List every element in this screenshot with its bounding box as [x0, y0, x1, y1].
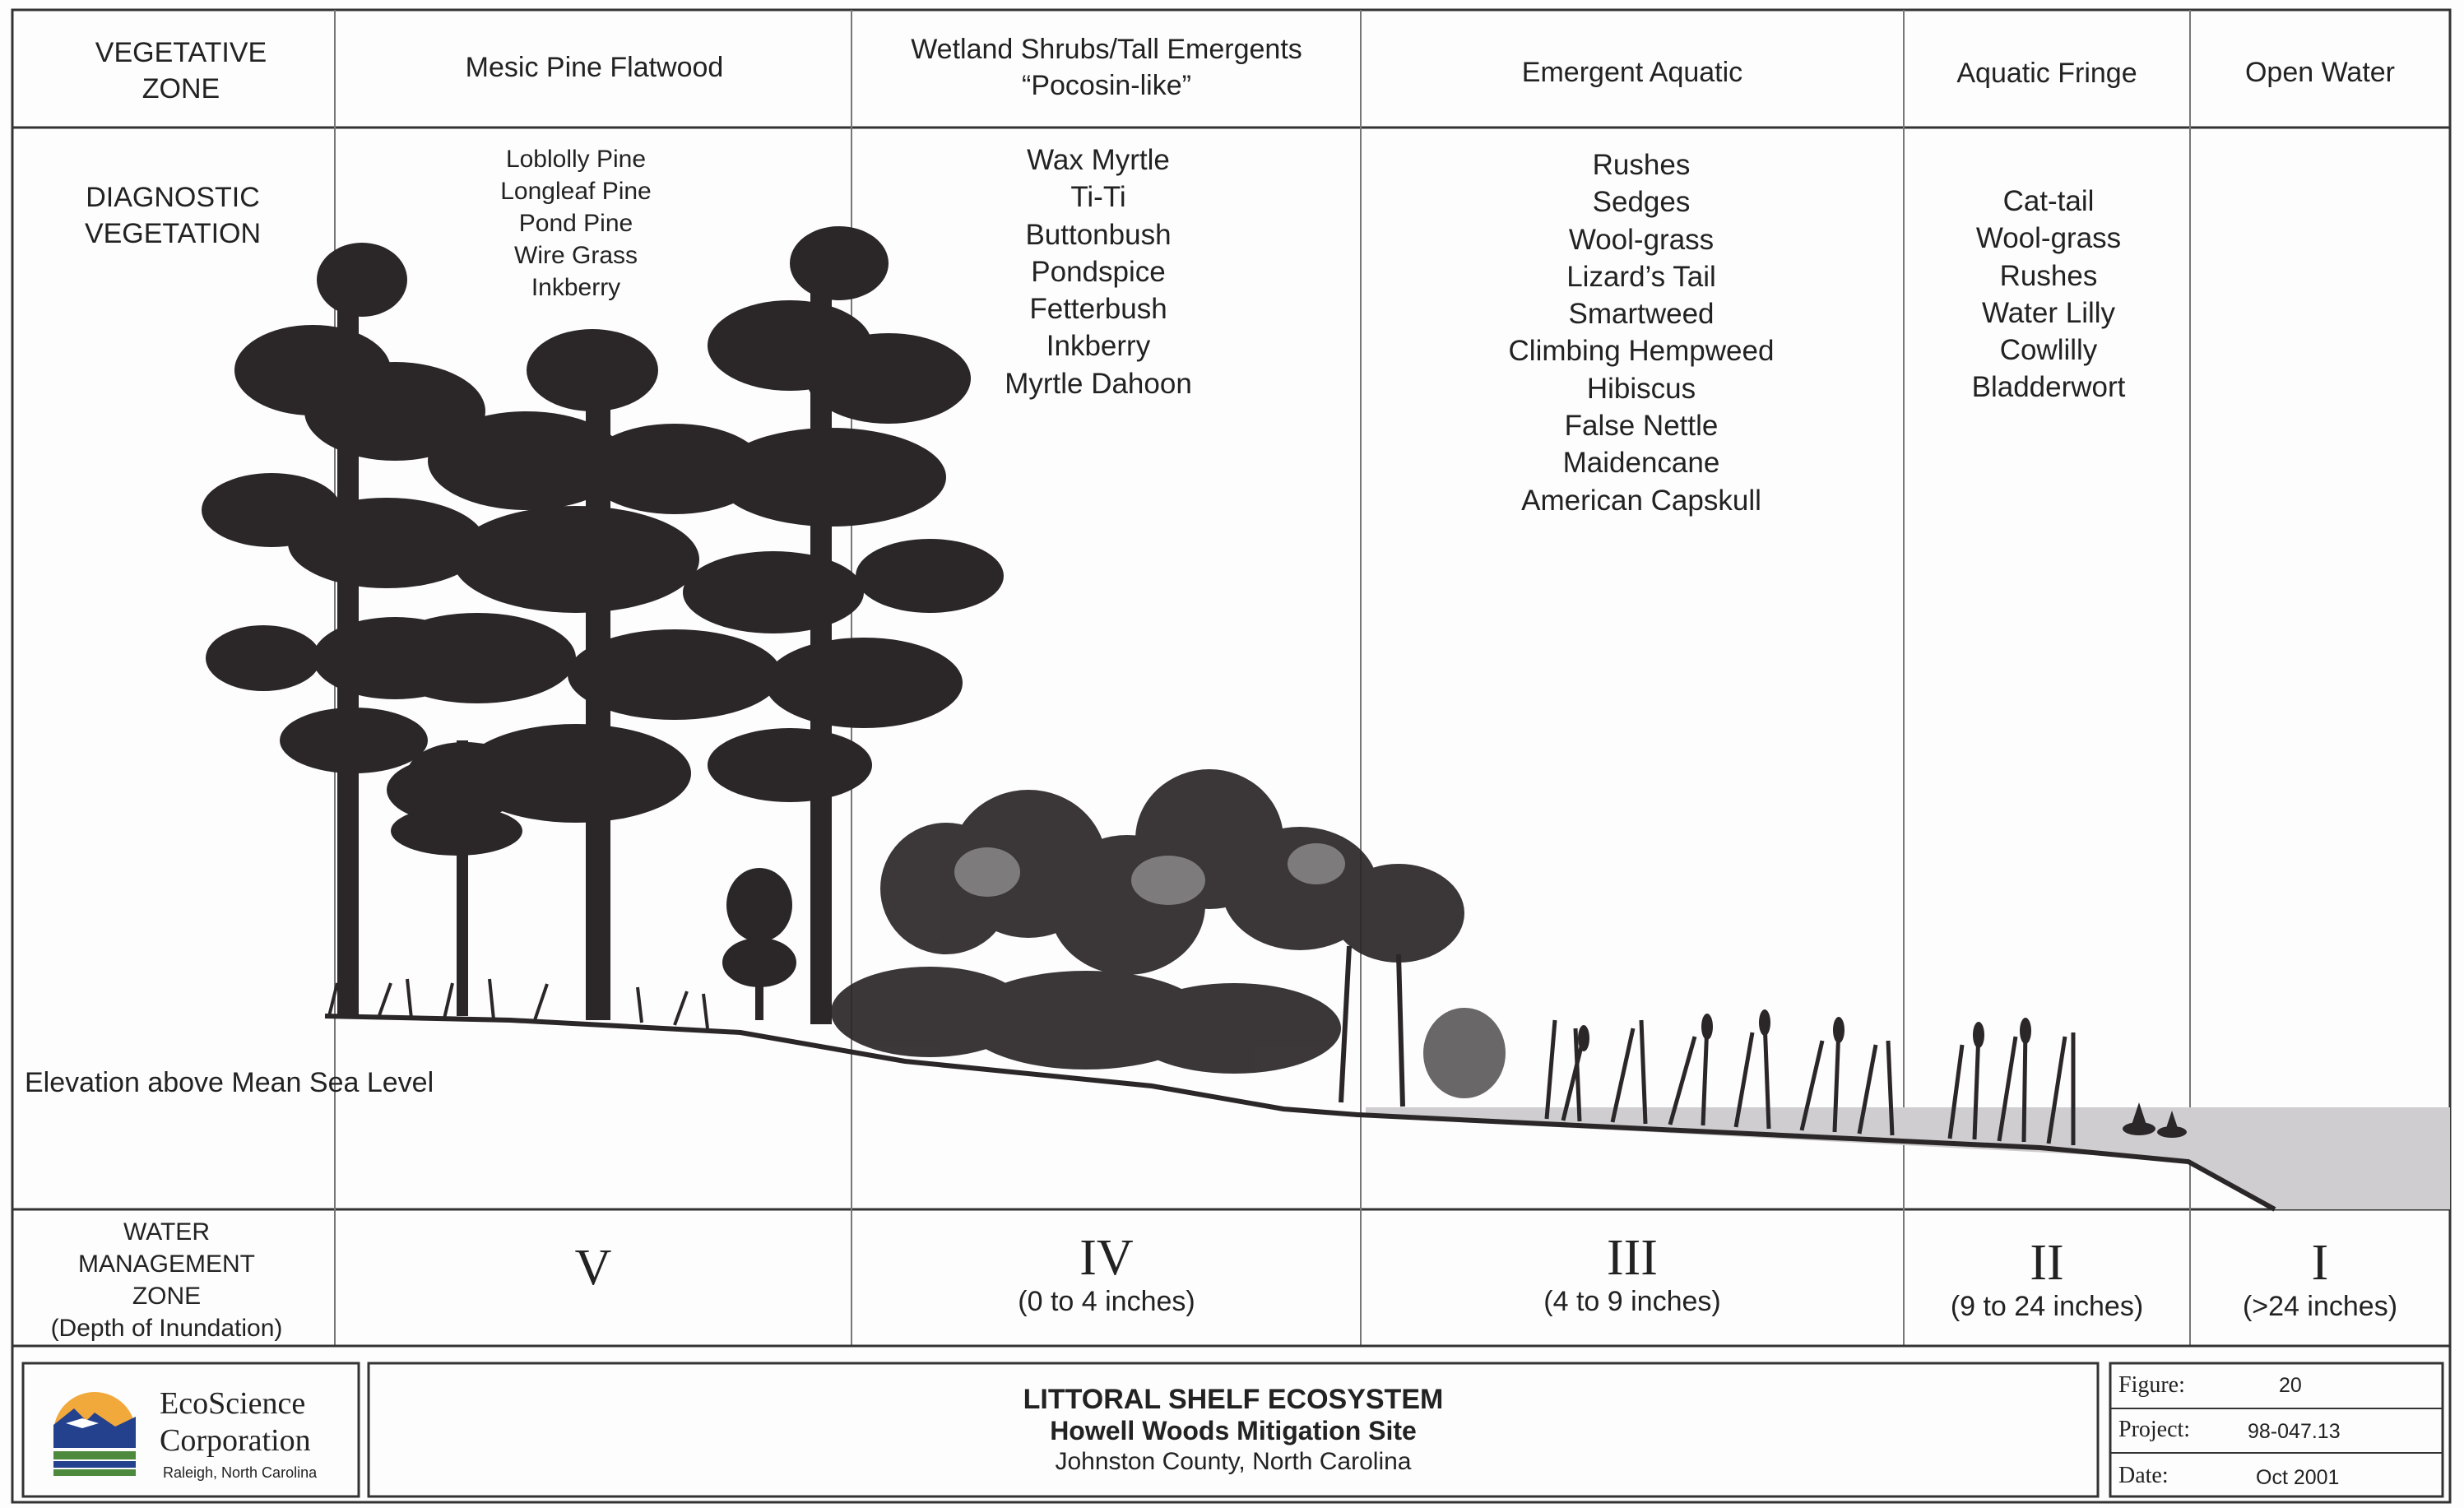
water-management-zone-label: WATER MANAGEMENT ZONE (Depth of Inundati…	[50, 1218, 283, 1342]
plant-name: Smartweed	[1568, 298, 1715, 331]
zone-name-wetland-shrubs: Wetland Shrubs/Tall Emergents “Pocosin-l…	[911, 34, 1302, 101]
vegetative-zone-label: VEGETATIVE ZONE	[25, 35, 337, 107]
plant-name: Water Lilly	[1981, 296, 2116, 329]
plant-name: False Nettle	[1564, 410, 1719, 443]
plant-name: Wool-grass	[1568, 223, 1715, 256]
water-lilies	[2123, 1102, 2187, 1138]
water-zone-v: V	[574, 1240, 612, 1296]
label-line: ZONE	[142, 73, 220, 104]
plant-name: Wool-grass	[1975, 222, 2122, 255]
plant-name: Wax Myrtle	[1027, 144, 1170, 176]
plant-name: Hibiscus	[1586, 372, 1696, 405]
plant-name: Cowlilly	[1999, 334, 2098, 367]
zone-name-aquatic-fringe: Aquatic Fringe	[1956, 58, 2137, 89]
pine-tree-3	[683, 226, 1004, 1024]
plant-name: Buttonbush	[1025, 218, 1172, 251]
ecoscience-logo-icon	[53, 1392, 136, 1476]
label-line: VEGETATIVE	[95, 37, 267, 68]
pine-tree-2	[378, 329, 782, 1020]
plant-name: Fetterbush	[1029, 293, 1167, 326]
plant-name: American Capskull	[1521, 484, 1761, 517]
plant-name: Rushes	[1592, 149, 1691, 181]
zone-name-mesic-pine: Mesic Pine Flatwood	[465, 52, 724, 83]
project-label: Project:	[2118, 1417, 2191, 1442]
plant-name: Maidencane	[1562, 447, 1720, 480]
shrub-highlights	[954, 843, 1345, 905]
company-name: EcoScience Corporation	[160, 1386, 311, 1458]
diagnostic-vegetation-label: DIAGNOSTIC VEGETATION	[84, 182, 262, 249]
water-zone-iii: III (4 to 9 inches)	[1543, 1230, 1721, 1317]
figure-value: 20	[2279, 1374, 2302, 1397]
vegetation-list-emergent-aquatic: Rushes Sedges Wool-grass Lizard’s Tail S…	[1456, 146, 1826, 519]
shrub-canopy	[831, 769, 1464, 1074]
plant-name: Pondspice	[1031, 255, 1166, 288]
plant-name: Lizard’s Tail	[1566, 260, 1716, 293]
vegetation-list-wetland-shrubs: Wax Myrtle Ti-Ti Buttonbush Pondspice Fe…	[934, 142, 1263, 402]
ground-profile	[324, 1014, 2276, 1212]
elevation-label: Elevation above Mean Sea Level	[25, 1067, 434, 1098]
emergent-reeds	[1544, 1019, 2076, 1145]
plant-name: Ti-Ti	[1070, 181, 1126, 214]
small-pine	[391, 740, 796, 1020]
water-zone-i: I (>24 inches)	[2242, 1235, 2398, 1322]
plant-name: Inkberry	[1046, 330, 1151, 363]
vegetation-list-aquatic-fringe: Cat-tail Wool-grass Rushes Water Lilly C…	[1925, 183, 2172, 406]
shrub-trunks	[1339, 945, 1405, 1107]
plant-name: Longleaf Pine	[500, 178, 652, 205]
plant-name: Myrtle Dahoon	[1005, 367, 1192, 400]
plant-name: Sedges	[1592, 186, 1691, 219]
reed-seedheads	[1578, 1009, 2031, 1051]
drawing-location: Johnston County, North Carolina	[1055, 1448, 1412, 1475]
plant-name: Rushes	[1999, 259, 2098, 292]
date-value: Oct 2001	[2256, 1466, 2340, 1489]
zone-name-emergent-aquatic: Emergent Aquatic	[1521, 57, 1743, 88]
figure-label: Figure:	[2118, 1372, 2185, 1398]
title-box	[367, 1362, 2100, 1498]
understory-grass	[327, 978, 709, 1029]
title-text-block: LITTORAL SHELF ECOSYSTEM Howell Woods Mi…	[369, 1384, 2098, 1478]
water-zone-ii: II (9 to 24 inches)	[1950, 1235, 2144, 1322]
plant-name: Loblolly Pine	[505, 146, 647, 173]
plant-name: Inkberry	[531, 274, 621, 301]
water-zone-iv: IV (0 to 4 inches)	[1018, 1230, 1195, 1317]
zone-name-open-water: Open Water	[2244, 57, 2396, 88]
plant-name: Bladderwort	[1971, 371, 2126, 404]
info-box	[2109, 1362, 2444, 1498]
date-label: Date:	[2118, 1463, 2169, 1488]
small-shrub	[1423, 1008, 1506, 1098]
drawing-title: LITTORAL SHELF ECOSYSTEM	[1023, 1384, 1444, 1415]
project-value: 98-047.13	[2248, 1420, 2341, 1443]
plant-name: Cat-tail	[2002, 185, 2095, 217]
vegetation-list-mesic-pine: Loblolly Pine Longleaf Pine Pond Pine Wi…	[411, 143, 740, 304]
plant-name: Climbing Hempweed	[1508, 335, 1775, 368]
logo-box	[21, 1362, 360, 1498]
drawing-subtitle: Howell Woods Mitigation Site	[1050, 1416, 1417, 1445]
company-city: Raleigh, North Carolina	[163, 1464, 318, 1481]
plant-name: Wire Grass	[514, 242, 638, 269]
plant-name: Pond Pine	[518, 210, 633, 237]
